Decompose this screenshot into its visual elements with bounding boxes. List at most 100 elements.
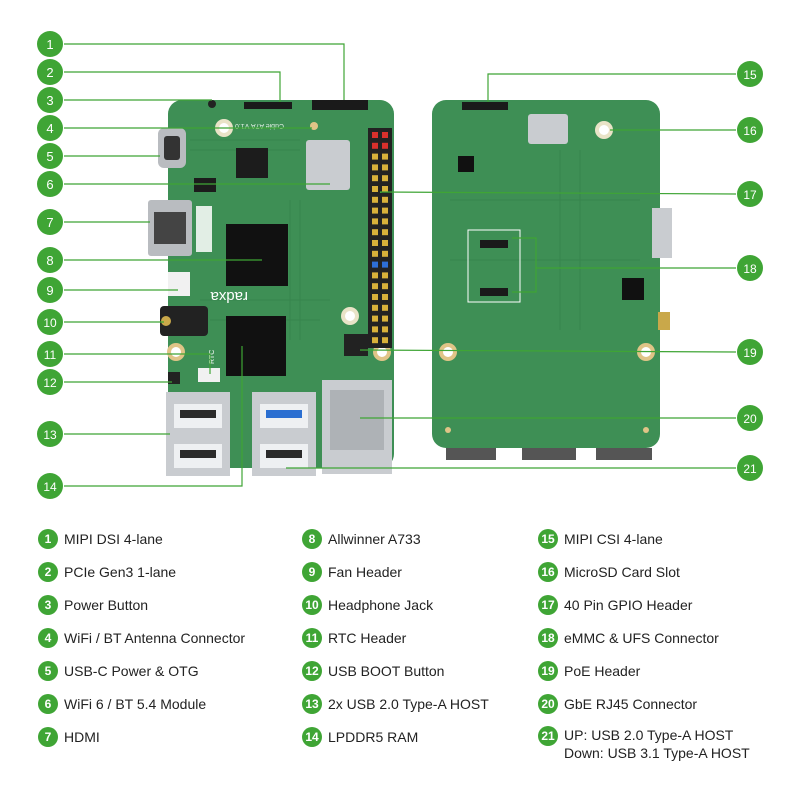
gpio-pin (372, 315, 378, 322)
legend-number: 18 (538, 628, 558, 648)
callout-bubbles: 1 2 3 4 5 6 7 8 9 10 11 12 13 14 15 16 1… (37, 31, 763, 499)
svg-text:5: 5 (46, 149, 53, 164)
legend-number: 12 (302, 661, 322, 681)
legend-label: Headphone Jack (328, 597, 434, 613)
gpio-pin (382, 326, 388, 333)
gpio-pin (382, 272, 388, 279)
legend-number: 14 (302, 727, 322, 747)
microsd-slot (528, 114, 568, 144)
callout-9: 9 (37, 277, 63, 303)
board-front: radxa Cubie A7A V1.0 RTC (148, 100, 394, 476)
gpio-pin (382, 250, 388, 257)
ram-chip (226, 316, 286, 376)
leader-lines (64, 43, 737, 487)
gpio-pin (382, 240, 388, 246)
board-back (432, 100, 672, 460)
legend-label: WiFi 6 / BT 5.4 Module (64, 696, 207, 712)
gpio-pin (382, 196, 388, 203)
legend-label: eMMC & UFS Connector (564, 630, 719, 646)
gpio-pins (372, 132, 388, 344)
legend-number: 6 (38, 694, 58, 714)
legend-label: MicroSD Card Slot (564, 564, 680, 580)
svg-text:1: 1 (46, 37, 53, 52)
headphone-jack (160, 306, 208, 336)
gpio-pin (372, 207, 378, 214)
gpio-pin (382, 142, 388, 149)
callout-5: 5 (37, 143, 63, 169)
rtc-silk: RTC (209, 350, 216, 364)
hdmi-fpc (196, 206, 212, 252)
wifi-module (306, 140, 350, 190)
legend-item-1: 1 MIPI DSI 4-lane (38, 528, 163, 550)
callout-15: 15 (737, 61, 763, 87)
legend-label: USB BOOT Button (328, 663, 445, 679)
svg-text:15: 15 (743, 68, 757, 82)
gpio-header (368, 128, 392, 348)
gpio-pin (372, 272, 378, 279)
callout-1: 1 (37, 31, 63, 57)
callout-20: 20 (737, 405, 763, 431)
callout-21: 21 (737, 455, 763, 481)
legend-item-7: 7 HDMI (38, 726, 100, 748)
svg-text:17: 17 (743, 188, 757, 202)
svg-text:21: 21 (743, 462, 757, 476)
legend-item-10: 10 Headphone Jack (302, 594, 433, 616)
legend-number: 11 (302, 628, 322, 648)
legend-label: Fan Header (328, 564, 402, 580)
gpio-pin (382, 315, 388, 322)
svg-text:16: 16 (743, 124, 757, 138)
pcie-connector (244, 102, 292, 109)
usb2-stack (166, 392, 230, 476)
gpio-pin (382, 132, 388, 138)
callout-12: 12 (37, 369, 63, 395)
emmc-connector (480, 288, 508, 296)
gpio-pin (382, 337, 388, 344)
power-button (208, 100, 216, 108)
mipi-csi-connector (462, 102, 508, 110)
legend-label: GbE RJ45 Connector (564, 696, 698, 712)
svg-text:9: 9 (46, 283, 53, 298)
mipi-dsi-connector (312, 100, 368, 110)
legend-label: HDMI (64, 729, 100, 745)
gpio-pin (382, 294, 388, 300)
gpio-pin (382, 153, 388, 160)
pmic-chip (236, 148, 268, 178)
gpio-pin (372, 337, 378, 344)
gpio-pin (372, 240, 378, 246)
svg-text:18: 18 (743, 262, 757, 276)
legend-label: Allwinner A733 (328, 531, 421, 547)
gpio-pin (382, 186, 388, 192)
gpio-pin (372, 250, 378, 257)
legend-label: PoE Header (564, 663, 641, 679)
board-model: Cubie A7A V1.0 (235, 122, 284, 129)
legend-number: 15 (538, 529, 558, 549)
legend-number: 10 (302, 595, 322, 615)
svg-text:6: 6 (46, 177, 53, 192)
small-chip (194, 178, 216, 192)
legend-number: 1 (38, 529, 58, 549)
svg-text:4: 4 (46, 121, 53, 136)
gpio-pin (372, 142, 378, 149)
legend-label: MIPI DSI 4-lane (64, 531, 163, 547)
legend-number: 7 (38, 727, 58, 747)
gpio-pin (372, 175, 378, 182)
pcb-back (432, 100, 660, 448)
antenna-connector (310, 122, 318, 130)
gpio-pin (382, 261, 388, 268)
legend-number: 9 (302, 562, 322, 582)
gpio-pin (372, 132, 378, 138)
rtc-header (198, 368, 220, 382)
legend-label: UP: USB 2.0 Type-A HOST Down: USB 3.1 Ty… (564, 727, 750, 761)
gpio-pin (372, 229, 378, 236)
gpio-pin (382, 207, 388, 214)
svg-text:14: 14 (43, 480, 57, 494)
